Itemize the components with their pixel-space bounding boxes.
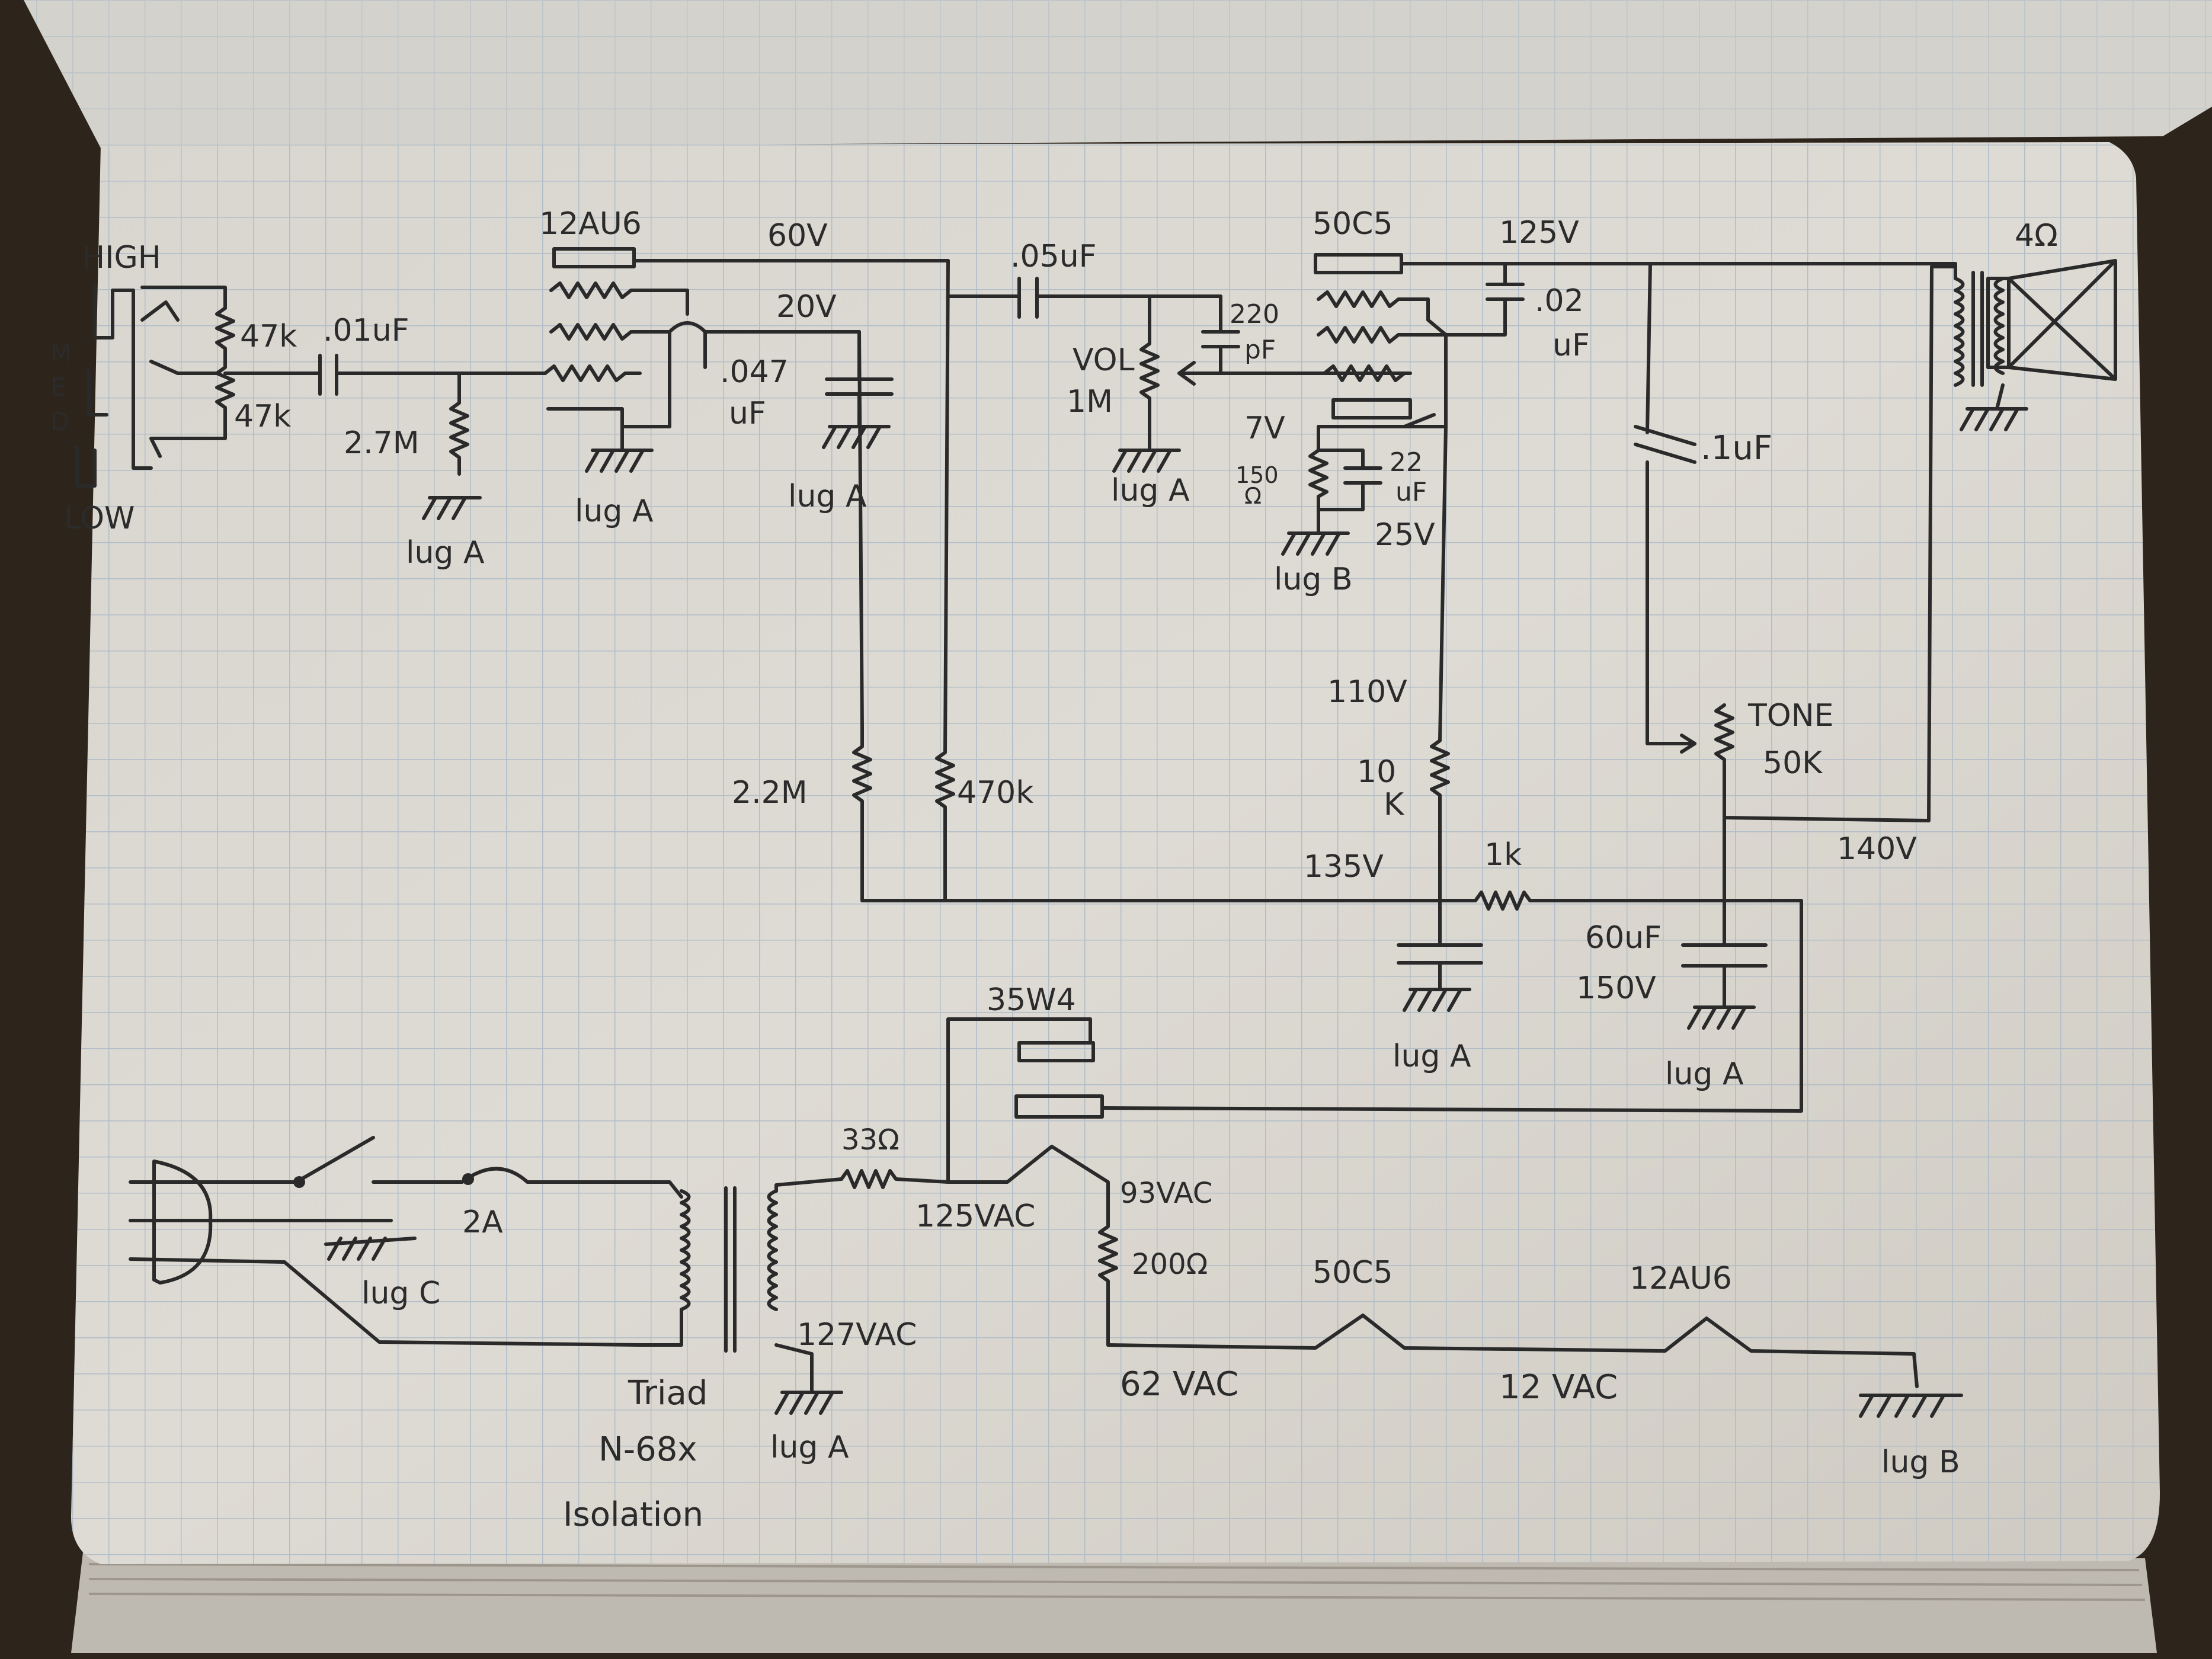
- capacitor-01uF-label: .01uF: [323, 313, 409, 348]
- tube-50c5-label: 50C5: [1313, 206, 1393, 242]
- resistor-10k: [1430, 333, 1450, 902]
- transformer-type-label: Isolation: [563, 1495, 703, 1534]
- capacitor-02-label: .02: [1535, 283, 1584, 319]
- resistor-2-2M-label: 2.2M: [732, 775, 808, 811]
- isolation-transformer: [638, 1177, 843, 1415]
- lug-a-label-2: lug A: [575, 494, 654, 529]
- capacitor-220pF: [1201, 294, 1240, 375]
- resistor-2-7M-label: 2.7M: [344, 425, 420, 461]
- output-transformer: [1954, 271, 2028, 431]
- transformer-make-label: Triad: [628, 1374, 708, 1413]
- capacitor-05uF: [946, 277, 1222, 319]
- resistor-2-2M: [852, 727, 947, 902]
- resistor-150-unit: Ω: [1244, 483, 1262, 509]
- fuse-label: 2A: [462, 1205, 503, 1240]
- resistor-47k-lower-label: 47k: [234, 399, 291, 434]
- capacitor-047: [703, 330, 894, 731]
- voltage-93vac: 93VAC: [1120, 1177, 1212, 1210]
- plate-voltage-60v: 60V: [767, 218, 828, 254]
- capacitor-01uF: [318, 354, 547, 396]
- cathode-network: [1281, 425, 1382, 556]
- capacitor-60uF-voltage: 150V: [1576, 971, 1656, 1006]
- resistor-470k: [935, 259, 1442, 902]
- screen-voltage-20v: 20V: [776, 289, 837, 325]
- resistor-200-label: 200Ω: [1132, 1248, 1208, 1281]
- resistor-47k-upper-label: 47k: [240, 319, 297, 354]
- heater-12au6-label: 12AU6: [1630, 1261, 1732, 1296]
- lug-a-label-4: lug A: [1111, 473, 1190, 508]
- lug-a-label-3: lug A: [788, 479, 867, 514]
- med-label-m: M: [50, 338, 72, 367]
- tone-label: TONE: [1747, 698, 1833, 734]
- page-stack: [71, 1552, 2157, 1653]
- plate-voltage-125v: 125V: [1499, 215, 1579, 251]
- tone-control: [1634, 262, 1957, 822]
- lug-a-label-5: lug A: [1392, 1039, 1471, 1074]
- capacitor-22-label: 22: [1390, 447, 1423, 478]
- speaker-impedance-label: 4Ω: [2015, 218, 2058, 254]
- lug-a-label-7: lug A: [770, 1430, 849, 1465]
- voltage-12vac: 12 VAC: [1499, 1368, 1618, 1407]
- tube-50c5: [1314, 253, 1957, 428]
- capacitor-02-unit: uF: [1552, 328, 1590, 363]
- lug-b-label-2: lug B: [1881, 1445, 1960, 1480]
- capacitor-02uF: [1444, 262, 1525, 337]
- transformer-model-label: N-68x: [598, 1430, 697, 1469]
- lug-c-label: lug C: [361, 1276, 440, 1311]
- heater-string: [1098, 1219, 1963, 1418]
- lug-b-label-1: lug B: [1274, 562, 1353, 597]
- cathode-cap-voltage-25v: 25V: [1375, 517, 1435, 553]
- med-label-e: E: [50, 373, 66, 402]
- resistor-33-label: 33Ω: [841, 1123, 899, 1157]
- volume-label: VOL: [1073, 342, 1135, 378]
- capacitor-220-label: 220: [1230, 299, 1279, 329]
- voltage-125vac: 125VAC: [915, 1199, 1035, 1234]
- rectifier-35w4: [840, 1017, 1110, 1222]
- capacitor-60uF-label: 60uF: [1585, 920, 1662, 956]
- speaker-icon: [1986, 259, 2117, 381]
- volume-pot-1M: [1112, 294, 1406, 473]
- tube-12au6-label: 12AU6: [539, 206, 642, 242]
- capacitor-047-unit: uF: [729, 396, 766, 431]
- resistor-470k-label: 470k: [957, 775, 1033, 811]
- secondary-voltage-127vac: 127VAC: [797, 1317, 917, 1353]
- supply-voltage-135v: 135V: [1304, 849, 1384, 885]
- input-divider-network: [140, 286, 322, 458]
- heater-50c5-label: 50C5: [1313, 1255, 1393, 1290]
- capacitor-220-unit: pF: [1244, 335, 1276, 365]
- low-label: LOW: [64, 501, 135, 536]
- high-label: HIGH: [82, 240, 161, 276]
- resistor-10k-label-b: K: [1384, 787, 1405, 822]
- cathode-voltage-7v: 7V: [1244, 411, 1285, 446]
- tone-value: 50K: [1763, 745, 1823, 781]
- voltage-62vac: 62 VAC: [1120, 1365, 1238, 1404]
- capacitor-047-label: .047: [720, 354, 789, 390]
- screen-voltage-110v: 110V: [1327, 674, 1407, 710]
- tube-12au6: [543, 247, 950, 473]
- power-plug-and-fuse: [129, 1136, 683, 1347]
- med-label-d: D: [50, 407, 69, 436]
- capacitor-22-unit: uF: [1395, 477, 1427, 507]
- resistor-10k-label-a: 10: [1357, 754, 1396, 790]
- input-jacks: [75, 283, 153, 488]
- supply-voltage-140v: 140V: [1837, 831, 1917, 867]
- capacitor-05uF-label: .05uF: [1010, 239, 1097, 274]
- resistor-2-7M: [422, 371, 482, 520]
- rectifier-tube-label: 35W4: [987, 982, 1076, 1018]
- lug-a-label-6: lug A: [1665, 1056, 1744, 1092]
- capacitor-1uF-label: .1uF: [1701, 429, 1772, 467]
- lug-a-label-1: lug A: [406, 535, 485, 571]
- volume-value: 1M: [1067, 384, 1113, 419]
- filter-network: [1100, 816, 1803, 1113]
- resistor-1k-label: 1k: [1484, 837, 1522, 873]
- resistor-150-label: 150: [1235, 462, 1279, 488]
